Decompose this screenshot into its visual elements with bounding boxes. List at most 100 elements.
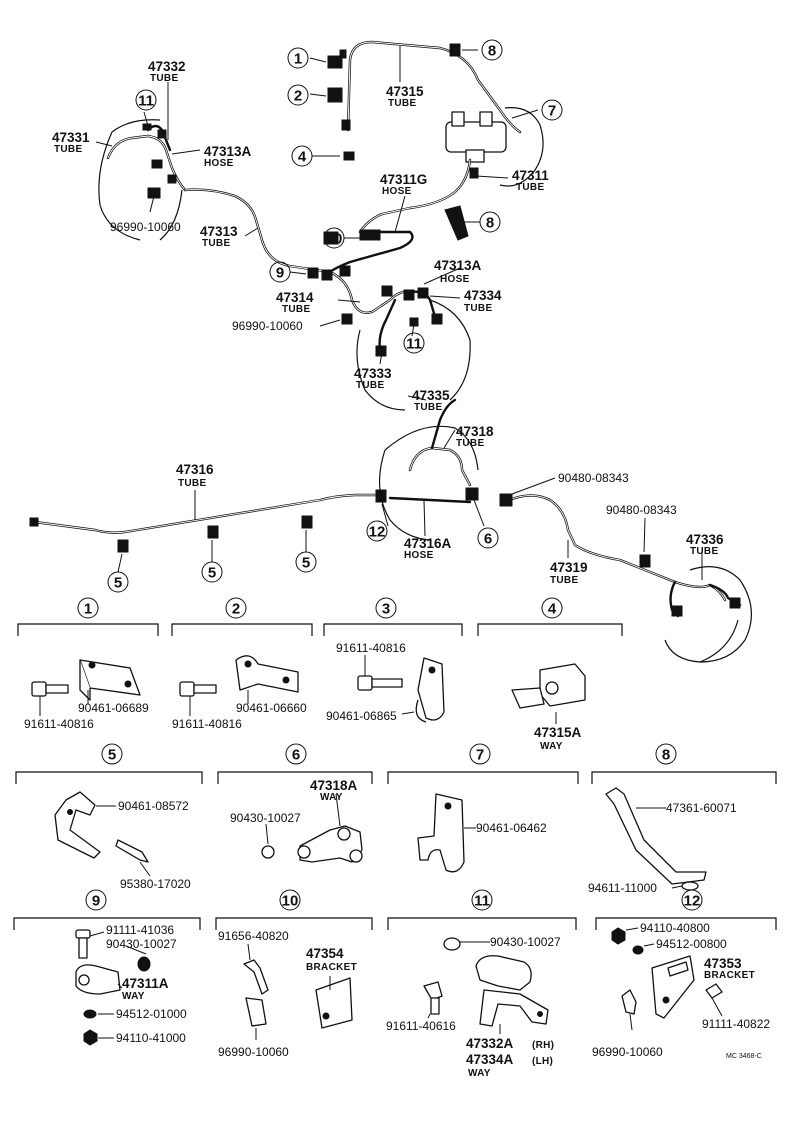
detail-9: 9 91111-41036 90430-10027 47311A WAY 945…: [13, 889, 201, 1046]
svg-text:3: 3: [382, 601, 390, 618]
part-number: 91611-40816: [336, 641, 406, 655]
part-number: 94512-01000: [116, 1007, 187, 1021]
part-desc: BRACKET: [306, 962, 357, 973]
svg-text:12: 12: [369, 524, 386, 541]
part-number: 90461-08572: [118, 799, 189, 813]
part-desc: TUBE: [178, 478, 206, 489]
part-number: 47318A: [310, 778, 358, 793]
callout-6: 6: [477, 527, 499, 549]
part-desc: HOSE: [204, 158, 234, 169]
part-number: 47333: [354, 366, 392, 381]
detail-8: 8 47361-60071 94611-11000: [588, 743, 777, 895]
part-number: 47334: [464, 288, 502, 303]
part-desc: HOSE: [440, 274, 470, 285]
part-desc: TUBE: [516, 182, 544, 193]
part-desc: HOSE: [382, 186, 412, 197]
part-desc: TUBE: [388, 98, 416, 109]
top-part-labels: 47332 TUBE 47331 TUBE 47313A HOSE 96990-…: [52, 59, 724, 586]
svg-text:5: 5: [108, 747, 116, 764]
callout-10: 10: [323, 227, 345, 249]
part-number: 47354: [306, 946, 344, 961]
svg-text:5: 5: [208, 565, 216, 582]
detail-2: 2 90461-06660 91611-40816: [171, 597, 313, 731]
part-number: 47311: [512, 168, 549, 183]
callout-8a: 8: [481, 39, 503, 61]
part-number: 47334A: [466, 1052, 514, 1067]
svg-text:8: 8: [488, 43, 496, 60]
svg-text:2: 2: [232, 601, 240, 618]
part-number: 94611-11000: [588, 881, 657, 895]
part-number: 91111-40822: [702, 1017, 770, 1031]
figure-code: MC 3468-C: [726, 1053, 762, 1060]
callout-5a: 5: [107, 571, 129, 593]
part-number: 47316: [176, 462, 214, 477]
top-callouts: 1 2 4 8 7 8 11 10 9 11 12 6 5 5 5: [107, 39, 563, 593]
part-number: 47332: [148, 59, 186, 74]
svg-text:10: 10: [282, 893, 299, 910]
part-desc: BRACKET: [704, 970, 755, 981]
part-desc: TUBE: [456, 438, 484, 449]
part-desc: TUBE: [150, 73, 178, 84]
part-number: 47335: [412, 388, 450, 403]
callout-11a: 11: [135, 89, 157, 111]
part-number: 95380-17020: [120, 877, 191, 891]
svg-text:7: 7: [476, 747, 484, 764]
part-number: 96990-10060: [232, 319, 303, 333]
part-number: 47315: [386, 84, 424, 99]
part-desc: TUBE: [550, 575, 578, 586]
part-number: 47311A: [122, 976, 169, 991]
front-right-drum: [356, 299, 471, 411]
svg-text:10: 10: [326, 231, 343, 248]
part-number: 47336: [686, 532, 724, 547]
brake-tubes: [33, 40, 742, 618]
part-number: 96990-10060: [592, 1045, 663, 1059]
callout-5b: 5: [201, 561, 223, 583]
part-desc: (RH): [532, 1040, 554, 1051]
part-desc: TUBE: [282, 304, 310, 315]
svg-text:11: 11: [474, 893, 490, 910]
detail-7: 7 90461-06462: [387, 743, 579, 873]
part-number: 90480-08343: [606, 503, 677, 517]
callout-2: 2: [287, 84, 309, 106]
part-desc: TUBE: [690, 546, 718, 557]
part-desc: WAY: [320, 792, 343, 803]
svg-text:8: 8: [662, 747, 670, 764]
detail-6: 6 47318A WAY 90430-10027: [217, 743, 373, 863]
part-number: 96990-10060: [110, 220, 181, 234]
part-number: 91111-41036: [106, 923, 174, 937]
part-number: 96990-10060: [218, 1045, 289, 1059]
callout-9: 9: [269, 261, 291, 283]
svg-text:1: 1: [294, 51, 302, 68]
rear-axle-drum: [378, 425, 479, 541]
part-number: 47315A: [534, 725, 582, 740]
part-number: 47314: [276, 290, 314, 305]
svg-text:12: 12: [684, 893, 701, 910]
svg-text:8: 8: [486, 215, 494, 232]
part-number: 47313A: [434, 258, 482, 273]
svg-text:4: 4: [548, 601, 557, 618]
callout-12: 12: [366, 520, 388, 542]
part-number: 91656-40820: [218, 929, 289, 943]
part-number: 47319: [550, 560, 588, 575]
part-number: 94512-00800: [656, 937, 727, 951]
part-number: 47313A: [204, 144, 252, 159]
part-number: 47318: [456, 424, 494, 439]
part-number: 90430-10027: [490, 935, 561, 949]
part-number: 47331: [52, 130, 90, 145]
svg-text:1: 1: [84, 601, 92, 618]
part-desc: TUBE: [414, 402, 442, 413]
part-desc: WAY: [468, 1068, 491, 1079]
part-desc: TUBE: [202, 238, 230, 249]
callout-11b: 11: [403, 332, 425, 354]
part-number: 47332A: [466, 1036, 514, 1051]
part-desc: HOSE: [404, 550, 434, 561]
svg-text:4: 4: [298, 149, 307, 166]
detail-11: 11 90430-10027 91611-40616 47332A (RH) 4…: [386, 889, 577, 1079]
part-number: 94110-40800: [640, 921, 710, 935]
detail-10: 10 91656-40820 47354 BRACKET 96990-10060: [215, 889, 373, 1059]
callout-1: 1: [287, 47, 309, 69]
part-number: 47313: [200, 224, 238, 239]
part-number: 47311G: [380, 172, 427, 187]
svg-text:2: 2: [294, 88, 302, 105]
